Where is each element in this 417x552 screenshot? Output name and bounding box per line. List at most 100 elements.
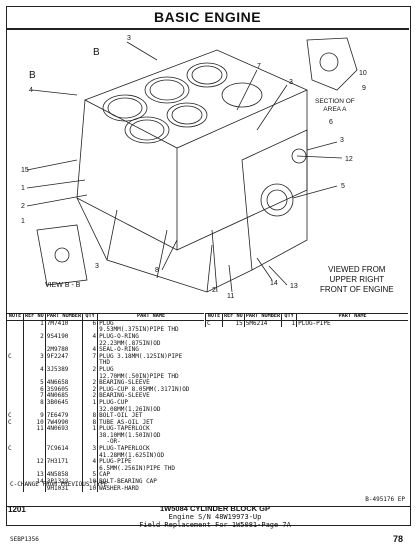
callout-9: 9	[362, 85, 366, 92]
callout-15: 15	[21, 167, 29, 174]
table-row: 22.23MM(.875IN)OD	[7, 340, 204, 348]
cell-ref	[23, 452, 46, 460]
cell-name: PLUG-O-RING	[99, 332, 139, 340]
footnote: C-CHANGE FROM PREVIOUS TYPE	[10, 481, 108, 488]
cell-name: PLUG-TAPERLOCK	[99, 425, 150, 433]
cell-note	[7, 373, 24, 381]
cell-qty	[82, 360, 99, 367]
cell-name: 6.5MM(.256IN)PIPE THD	[99, 464, 175, 472]
cell-ref	[23, 465, 46, 473]
cell-name: 32.08MM(1.26IN)OD	[99, 405, 161, 413]
col-part: PART NUMBER	[45, 313, 84, 321]
callout-2: 2	[21, 203, 25, 210]
cell-ref	[23, 340, 46, 348]
cell-note	[7, 472, 24, 480]
cell-part: 3P1323	[45, 478, 84, 486]
cell-note	[7, 333, 24, 341]
col-ref: REF NO	[23, 313, 46, 321]
cell-qty: 7	[82, 353, 99, 361]
cell-note	[7, 380, 24, 387]
cell-ref: 15	[222, 320, 245, 328]
cell-qty: 1	[82, 399, 99, 407]
footer-center: 1W5084 CYLINDER BLOCK GP Engine S/N 48W1…	[100, 504, 330, 530]
cell-note	[7, 485, 24, 493]
cell-qty: 8	[82, 419, 99, 427]
cell-ref: 11	[23, 426, 46, 433]
cell-part	[45, 340, 84, 348]
cell-ref	[23, 439, 46, 447]
callout-12: 12	[345, 156, 353, 163]
engine-illustration: 15 1 2 1 4 3 7 3 3 12 5 13 14 11 2 8 10 …	[7, 30, 408, 312]
cell-ref: 5	[23, 380, 46, 387]
cell-ref: 2	[23, 333, 46, 341]
view-label: VIEW B - B	[45, 282, 81, 289]
callout-2b: 2	[212, 287, 216, 294]
cell-part: 4N0685	[45, 393, 84, 400]
cell-name: PLUG-PIPE	[298, 319, 331, 327]
cell-part: 4N5858	[45, 472, 84, 480]
cell-note	[7, 465, 24, 473]
cell-part: 5M6214	[244, 320, 283, 328]
cell-note	[7, 320, 24, 328]
cell-part: 7C9614	[45, 445, 84, 453]
callout-13: 13	[290, 283, 298, 290]
cell-note	[7, 393, 24, 400]
cell-ref	[23, 327, 46, 334]
cell-name: 9.53MM(.375IN)PIPE THD	[99, 326, 179, 334]
cell-part	[45, 432, 84, 440]
section-number: 1201	[8, 505, 26, 514]
callout-3d: 3	[95, 263, 99, 270]
cell-part: 3S9605	[45, 386, 84, 394]
cell-name: SEAL-O-RING	[99, 346, 139, 354]
cell-part: 3J5389	[45, 366, 84, 374]
cell-name: 41.28MM(1.625IN)OD	[99, 451, 165, 459]
cell-part: 9F2247	[45, 353, 84, 361]
cell-part	[45, 327, 84, 334]
cell-name: PLUG-PIPE	[99, 458, 132, 466]
cell-part: 7H3171	[45, 459, 84, 466]
group-title: 1W5084 CYLINDER BLOCK GP	[159, 504, 271, 513]
callout-b2: B	[29, 70, 36, 81]
engine-serial: Engine S/N 48W19973-Up	[168, 513, 262, 521]
col-note: NOTE	[7, 313, 24, 321]
cell-part: 9H1031	[45, 485, 84, 493]
cell-ref: 12	[23, 459, 46, 466]
cell-name: BEARING-SLEEVE	[99, 392, 150, 400]
footer-divider	[6, 506, 410, 507]
cell-qty: 4	[82, 347, 99, 354]
cell-note	[7, 399, 24, 407]
cell-qty	[82, 439, 99, 447]
cell-ref: 14	[23, 478, 46, 486]
cell-qty: 2	[82, 386, 99, 394]
callout-8: 8	[155, 267, 159, 274]
callout-11: 11	[227, 293, 234, 300]
cell-ref: 6	[23, 386, 46, 394]
cell-part: 4N6658	[45, 380, 84, 387]
cell-note	[7, 452, 24, 460]
viewed-from-label: VIEWED FROM UPPER RIGHT FRONT OF ENGINE	[320, 265, 394, 294]
cell-name: PLUG	[99, 319, 114, 327]
callout-b1: B	[93, 47, 100, 58]
cell-name: PLUG-CUP	[99, 398, 129, 406]
cell-ref	[23, 485, 46, 493]
field-replacement: Field Replacement For 1W5081-Page 7A	[139, 521, 291, 529]
cell-note	[7, 406, 24, 414]
cell-note: C	[7, 353, 24, 361]
cell-ref: 3	[23, 353, 46, 361]
callout-14: 14	[270, 280, 278, 287]
cell-qty: 1	[281, 320, 298, 328]
cell-part: 7M7410	[45, 320, 84, 328]
cell-ref: 4	[23, 366, 46, 374]
cell-note: C	[7, 413, 24, 420]
cell-part	[45, 452, 84, 460]
cell-qty: 6	[82, 320, 99, 328]
table-row: 9.53MM(.375IN)PIPE THD	[7, 327, 204, 334]
